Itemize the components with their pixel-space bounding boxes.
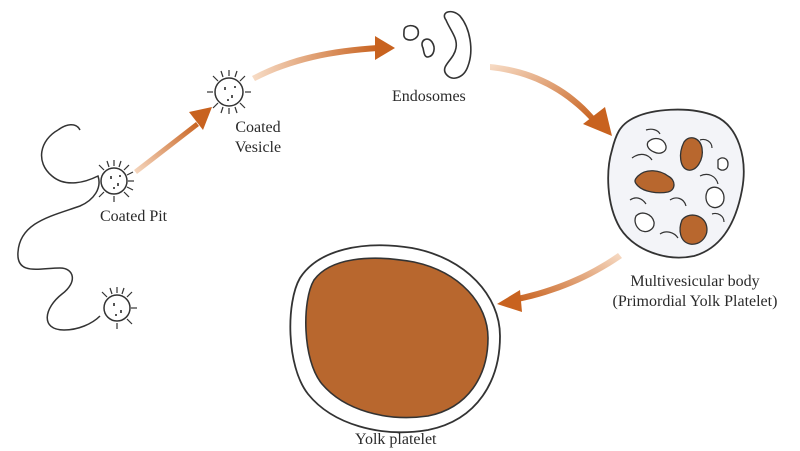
multivesicular-body-label-line1: Multivesicular body — [592, 272, 798, 292]
arrow-endosomes-to-mvb — [490, 64, 612, 136]
coated-vesicle-label-line1: Coated — [228, 118, 288, 138]
coated-vesicle-label: Coated Vesicle — [228, 118, 288, 158]
yolk-platelet-label: Yolk platelet — [355, 430, 436, 450]
coated-vesicle — [207, 70, 251, 114]
plasma-membrane — [18, 130, 100, 330]
multivesicular-body — [608, 110, 744, 258]
endosomes — [404, 12, 471, 79]
arrow-pit-to-vesicle — [134, 107, 212, 174]
multivesicular-body-label-line2: (Primordial Yolk Platelet) — [592, 292, 798, 312]
yolk-platelet — [290, 245, 500, 432]
multivesicular-body-label: Multivesicular body (Primordial Yolk Pla… — [592, 272, 798, 312]
coated-vesicle-label-line2: Vesicle — [228, 138, 288, 158]
coated-pit-forming — [102, 287, 137, 329]
coated-pit-label: Coated Pit — [100, 207, 167, 227]
endosomes-label: Endosomes — [392, 87, 466, 107]
arrow-vesicle-to-endosomes — [252, 36, 395, 81]
coated-pit — [99, 160, 134, 202]
